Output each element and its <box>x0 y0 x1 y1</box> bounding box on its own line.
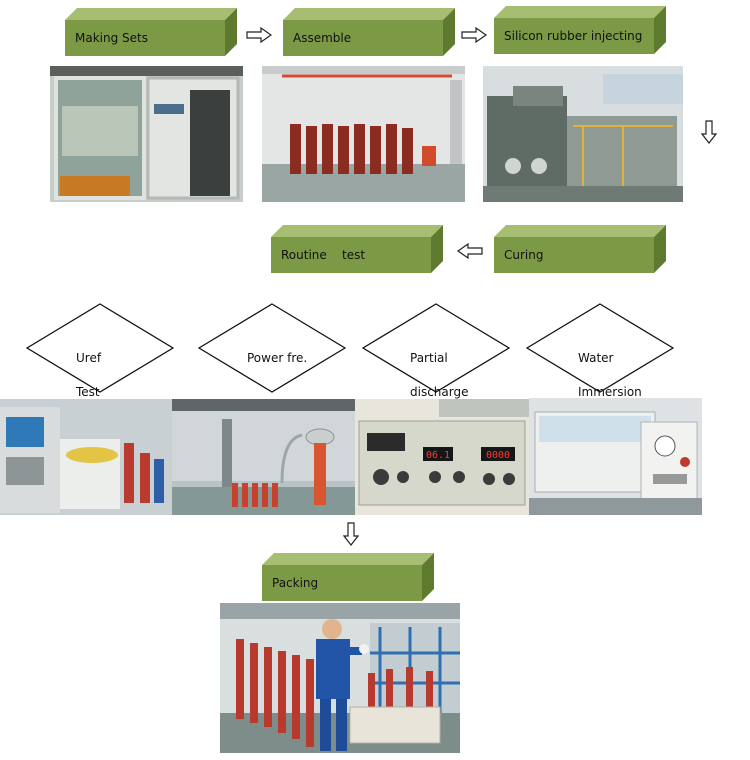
test-diamond <box>26 303 174 393</box>
test-label: Power fre. <box>247 333 307 367</box>
test-label-line: Water <box>578 351 614 365</box>
step-label: Silicon rubber injecting <box>494 18 654 54</box>
test-label-line: discharge <box>410 385 469 399</box>
test-label-line: Partial <box>410 351 448 365</box>
step-label: Curing <box>494 237 654 273</box>
photo-making-sets <box>50 66 243 202</box>
test-label: Water Immersion <box>578 333 642 401</box>
photo-silicon-injecting <box>483 66 683 202</box>
test-label: Uref Test <box>76 333 101 401</box>
right-arrow-icon <box>246 27 272 43</box>
step-assemble: Assemble <box>283 8 455 56</box>
test-label-line: Power fre. <box>247 351 308 365</box>
down-arrow-icon <box>701 120 717 144</box>
photo-power-freq-test <box>172 399 355 515</box>
test-diamond <box>198 303 346 393</box>
step-making-sets: Making Sets <box>65 8 237 56</box>
photo-partial-discharge-test: 06.1 0000 <box>355 399 529 515</box>
test-diamond <box>362 303 510 393</box>
test-label-line: Immersion <box>578 385 642 399</box>
photo-assemble <box>262 66 465 202</box>
meter-readout: 0000 <box>486 450 510 461</box>
step-packing: Packing <box>262 553 434 601</box>
down-arrow-icon <box>343 522 359 546</box>
step-label: Assemble <box>283 20 443 56</box>
step-silicon-injecting: Silicon rubber injecting <box>494 6 666 54</box>
left-arrow-icon <box>457 243 483 259</box>
test-label: Partial discharge <box>410 333 468 401</box>
test-diamond <box>526 303 674 393</box>
test-label-line: Test <box>76 385 100 399</box>
meter-readout: 06.1 <box>426 450 450 461</box>
right-arrow-icon <box>461 27 487 43</box>
step-label: Routine test <box>271 237 431 273</box>
step-label: Packing <box>262 565 422 601</box>
photo-uref-test <box>0 399 172 515</box>
photo-packing <box>220 603 460 753</box>
step-label: Making Sets <box>65 20 225 56</box>
step-routine-test: Routine test <box>271 225 443 273</box>
photo-water-immersion-test <box>529 398 702 515</box>
step-curing: Curing <box>494 225 666 273</box>
test-label-line: Uref <box>76 351 102 365</box>
